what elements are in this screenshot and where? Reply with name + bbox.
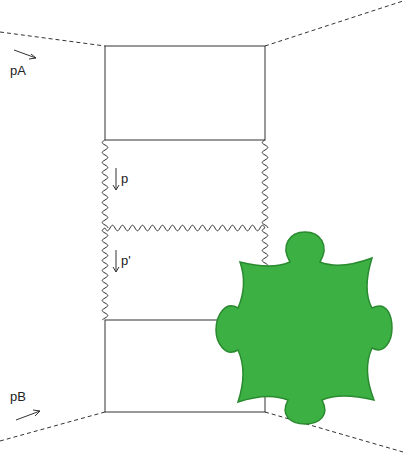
arrow-head [113, 185, 119, 190]
momentum-label: p [121, 172, 128, 185]
momentum-arrow [116, 250, 117, 272]
momentum-arrow [14, 50, 36, 58]
gluon-line [105, 225, 265, 231]
dashed-line [265, 412, 403, 452]
momentum-arrow [116, 168, 117, 190]
momentum-label: p' [121, 254, 131, 267]
arrow-head [113, 267, 119, 272]
gluon-line [102, 140, 108, 228]
momentum-label: pB [10, 390, 26, 403]
puzzle-piece [216, 232, 392, 424]
arrow-head [33, 410, 40, 416]
dashed-line [0, 32, 105, 46]
arrow-head [29, 54, 36, 59]
momentum-arrow [16, 411, 40, 420]
dashed-line [0, 412, 105, 441]
dashed-line [265, 1, 403, 46]
upper-loop [105, 46, 265, 140]
gluon-line [262, 140, 268, 228]
momentum-label: pA [10, 64, 26, 77]
gluon-line [102, 228, 108, 320]
